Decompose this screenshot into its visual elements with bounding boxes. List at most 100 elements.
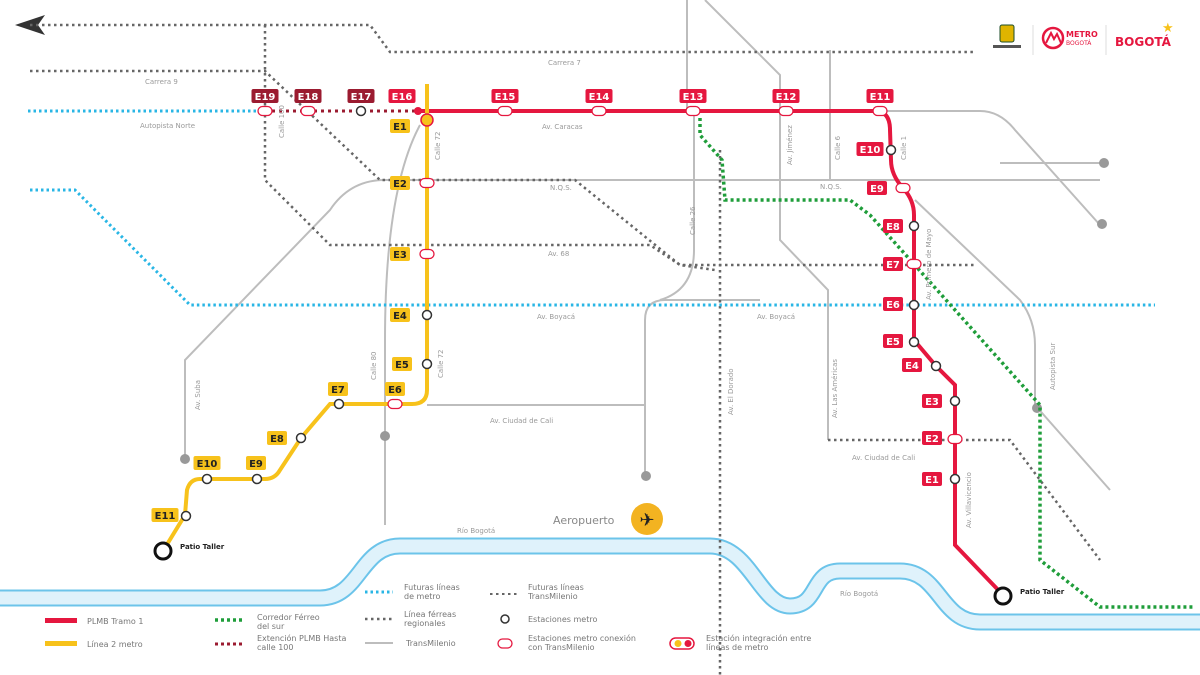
- tramo1-station-e12[interactable]: E12: [772, 89, 800, 117]
- station-label-badge: [390, 247, 410, 261]
- station-label: E13: [683, 92, 704, 103]
- extension-station-e17[interactable]: E17: [347, 89, 375, 117]
- linea2-station-e8[interactable]: E8: [267, 431, 307, 445]
- linea2-line: [161, 84, 429, 553]
- station-label: E17: [351, 92, 372, 103]
- station-label-badge: [385, 382, 405, 396]
- station-label-badge: [883, 334, 903, 348]
- station-label: E9: [249, 459, 263, 470]
- transmilenio-lines: [184, 0, 1111, 525]
- station-label: E16: [392, 92, 413, 103]
- street-label: Río Bogotá: [840, 590, 878, 598]
- tramo1-station-e13[interactable]: E13: [679, 89, 707, 117]
- tramo1-station-e10[interactable]: E10: [856, 142, 897, 156]
- tramo1-station-e7[interactable]: E7: [883, 257, 922, 271]
- svg-text:★: ★: [1162, 21, 1174, 36]
- linea2-station-e4[interactable]: E4: [390, 308, 433, 322]
- tramo1-station-e9[interactable]: E9: [867, 181, 911, 195]
- street-label: Av. Primero de Mayo: [925, 229, 933, 300]
- street-label: N.Q.S.: [550, 184, 572, 192]
- legend-label: PLMB Tramo 1: [87, 617, 143, 626]
- tramo1-station-e16[interactable]: E16: [388, 89, 423, 115]
- tramo1-station-e15[interactable]: E15: [491, 89, 519, 117]
- station-label: E5: [395, 360, 409, 371]
- airport-icon: ✈: [631, 503, 663, 535]
- patio-taller-linea2: Patio Taller: [153, 541, 225, 561]
- street-label: Av. Villavicencio: [965, 472, 973, 528]
- tramo1-station-e14[interactable]: E14: [585, 89, 613, 117]
- station-label: E6: [886, 300, 900, 311]
- station-label-badge: [922, 472, 942, 486]
- station-label-badge: [388, 89, 416, 103]
- tramo1-station-e1[interactable]: E1: [922, 472, 961, 486]
- legend-label: Línea 2 metro: [87, 640, 143, 649]
- street-label: Calle 6: [834, 135, 842, 160]
- linea2-station-e6[interactable]: E6: [385, 382, 405, 410]
- tramo1-station-e4[interactable]: E4: [902, 358, 942, 372]
- patio-taller-tramo1: Patio Taller: [993, 586, 1065, 606]
- alcaldia-logo: [993, 24, 1021, 48]
- tm-terminal: [180, 454, 190, 464]
- station-label-badge: [867, 181, 887, 195]
- street-label: Av. Las Américas: [831, 359, 839, 418]
- corredor-ferreo-sur: [698, 118, 1195, 609]
- tramo1-station-e6[interactable]: E6: [883, 297, 920, 311]
- station-label-badge: [679, 89, 707, 103]
- tm-terminal: [1099, 158, 1109, 168]
- station-label-badge: [392, 357, 412, 371]
- station-label: E9: [870, 184, 884, 195]
- linea2-station-e9[interactable]: E9: [246, 456, 266, 485]
- linea2-station-e1[interactable]: E1: [390, 113, 434, 133]
- street-label: Calle 26: [689, 206, 697, 235]
- regional-rail-lines: [30, 23, 1101, 675]
- plmb-tramo1-line: [418, 109, 1005, 597]
- tramo1-station-e8[interactable]: E8: [883, 219, 920, 233]
- street-label: Av. Ciudad de Cali: [852, 454, 915, 462]
- station-label: E6: [388, 385, 402, 396]
- linea2-station-e2[interactable]: E2: [390, 176, 435, 190]
- station-label-badge: [328, 382, 348, 396]
- station-label: E12: [776, 92, 797, 103]
- linea2-station-e5[interactable]: E5: [392, 357, 433, 371]
- station-label: E19: [255, 92, 276, 103]
- tramo1-station-e2[interactable]: E2: [922, 431, 963, 445]
- station-label-badge: [883, 257, 903, 271]
- street-label: Carrera 7: [548, 59, 581, 67]
- tramo1-station-e5[interactable]: E5: [883, 334, 920, 348]
- station-label: E8: [886, 222, 900, 233]
- legend: PLMB Tramo 1 Línea 2 metro Corredor Férr…: [45, 583, 811, 652]
- street-label: Calle 72: [434, 131, 442, 160]
- river: [0, 537, 1200, 631]
- tramo1-station-e11[interactable]: E11: [866, 89, 894, 117]
- linea2-station-e11[interactable]: E11: [151, 508, 192, 522]
- future-metro-line: [30, 188, 1155, 307]
- street-label: Av. Caracas: [542, 123, 583, 131]
- station-label: E11: [155, 511, 176, 522]
- linea2-station-e3[interactable]: E3: [390, 247, 435, 261]
- street-label: Av. Ciudad de Cali: [490, 417, 553, 425]
- linea2-station-e7[interactable]: E7: [328, 382, 348, 410]
- linea2-station-e10[interactable]: E10: [193, 456, 221, 485]
- station-label-badge: [585, 89, 613, 103]
- svg-text:Patio Taller: Patio Taller: [1020, 588, 1065, 596]
- street-label: Av. Boyacá: [757, 313, 795, 321]
- station-label-badge: [922, 394, 942, 408]
- svg-text:Patio Taller: Patio Taller: [180, 543, 225, 551]
- svg-text:METRO: METRO: [1066, 30, 1098, 39]
- street-label: Av. 68: [548, 250, 569, 258]
- station-label-badge: [491, 89, 519, 103]
- extension-station-e19[interactable]: E19: [251, 89, 279, 117]
- street-label: Carrera 9: [145, 78, 178, 86]
- station-label: E10: [860, 145, 881, 156]
- tramo1-station-e3[interactable]: E3: [922, 394, 961, 408]
- station-label-badge: [347, 89, 375, 103]
- extension-station-e18[interactable]: E18: [294, 89, 322, 117]
- street-label: Av. El Dorado: [727, 368, 735, 415]
- station-label-badge: [390, 119, 410, 133]
